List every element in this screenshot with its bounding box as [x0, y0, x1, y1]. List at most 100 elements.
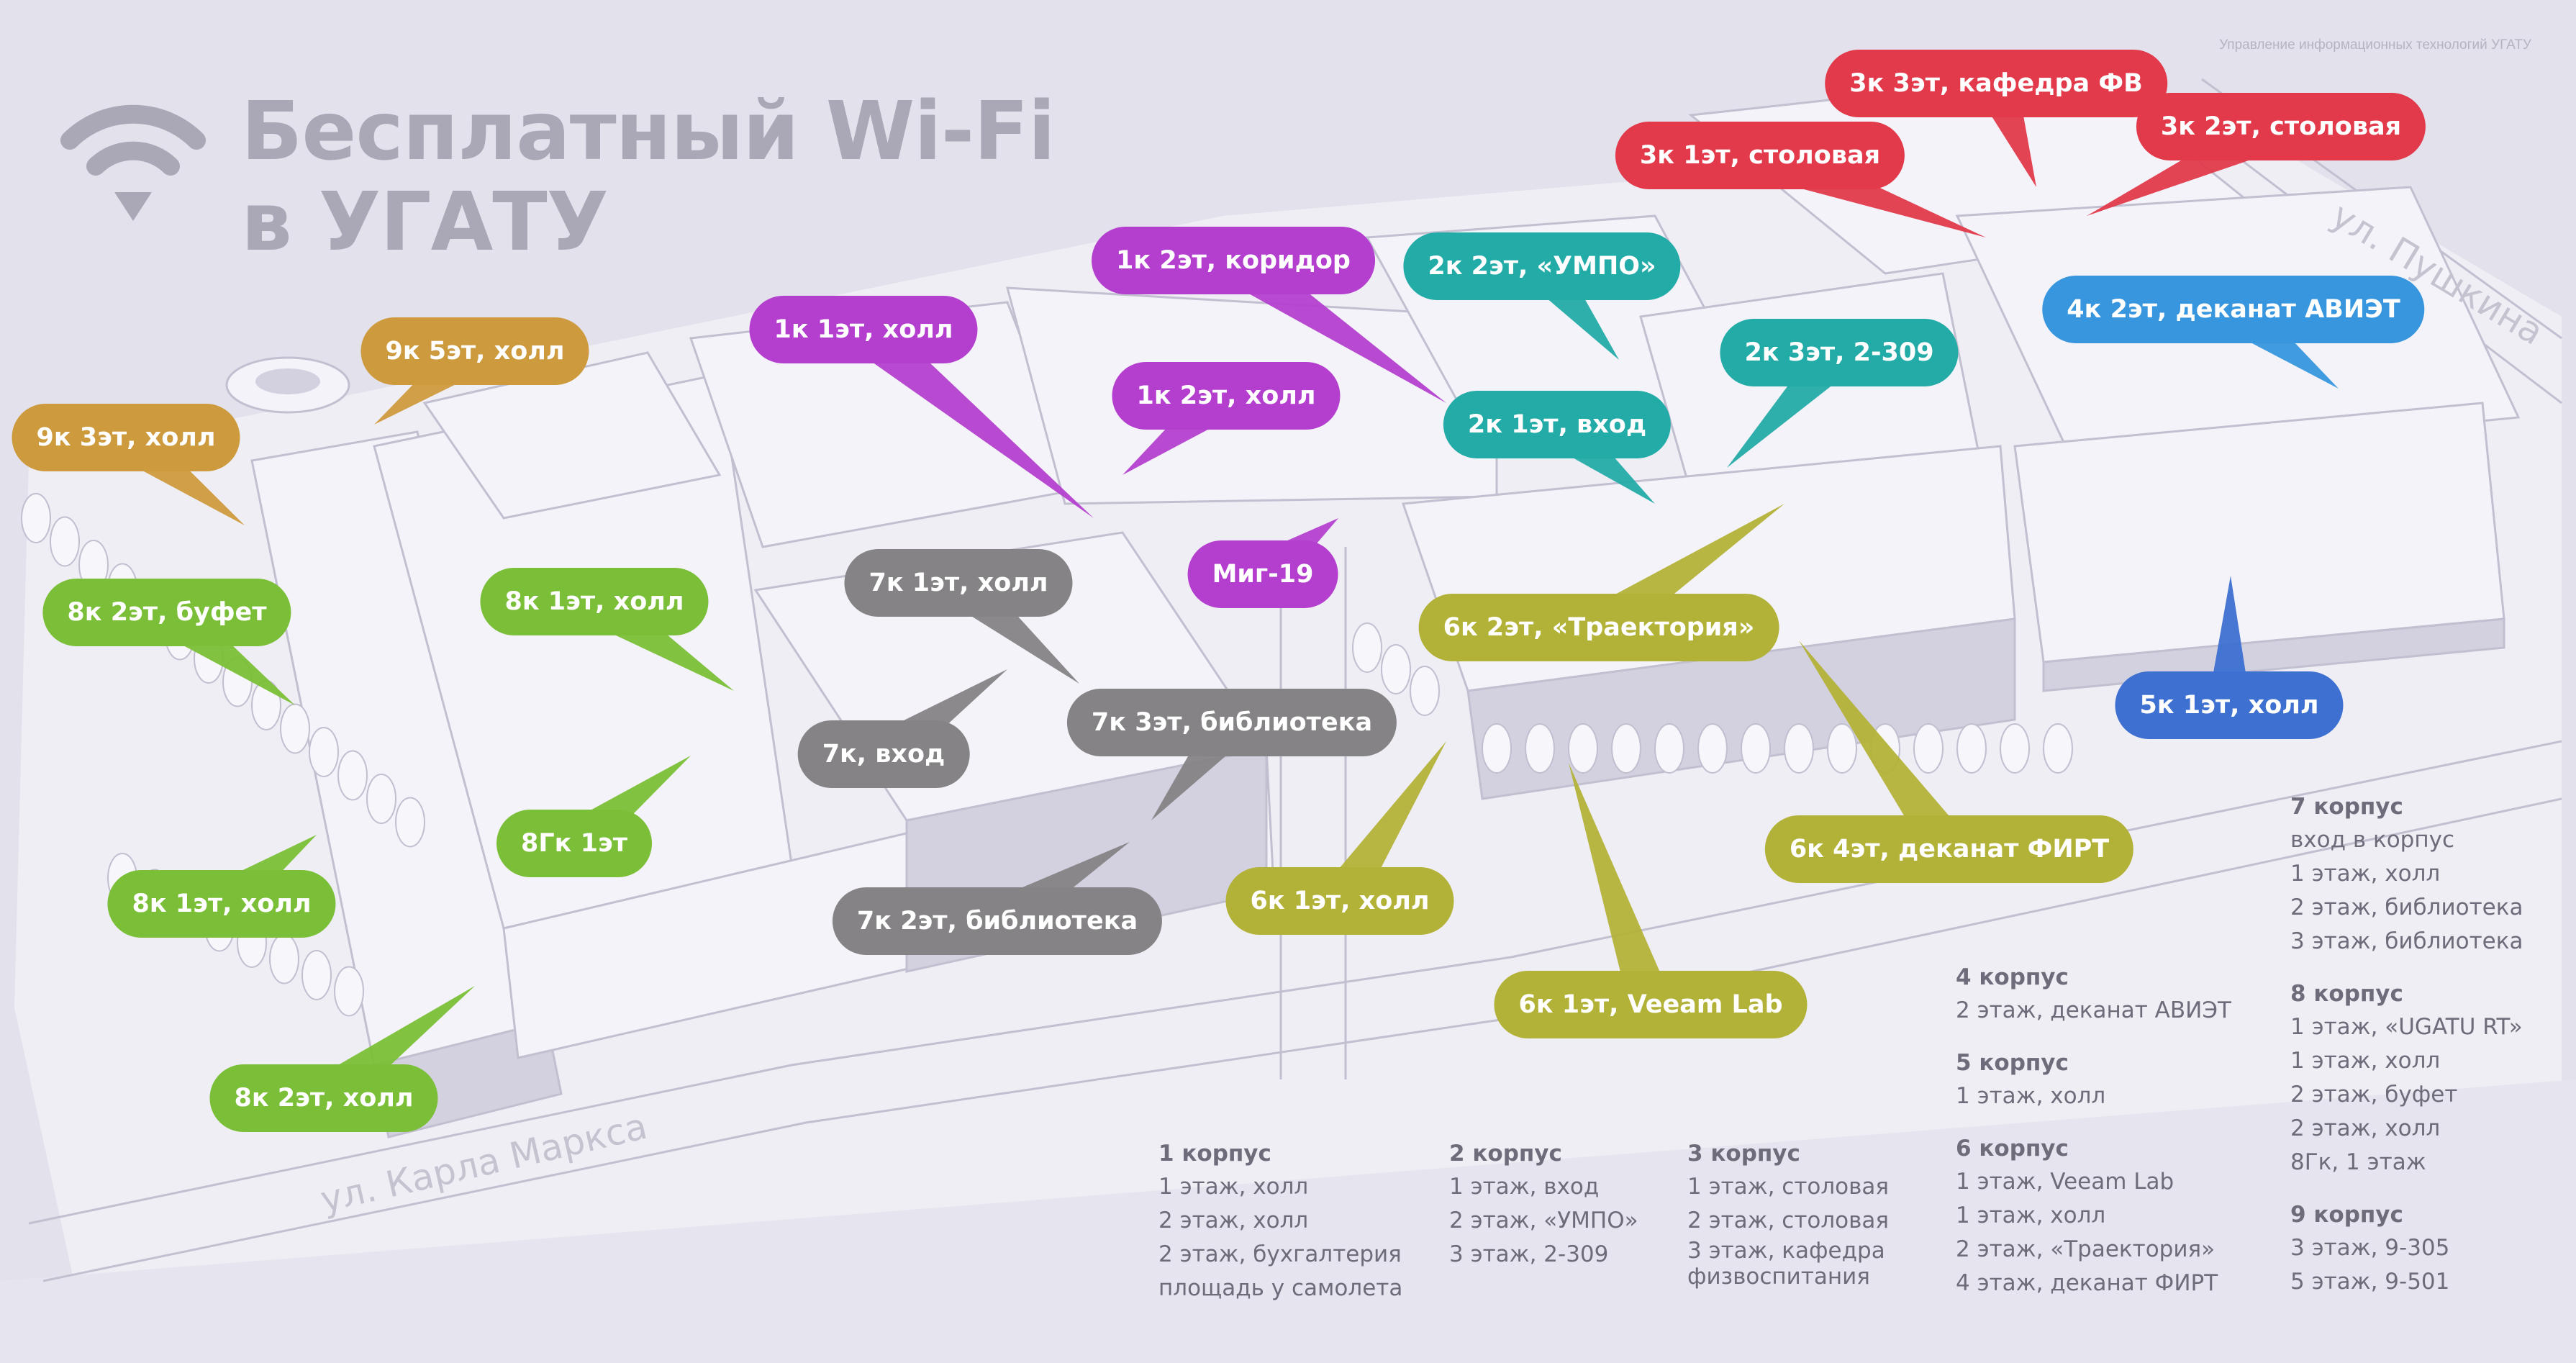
legend-group-8: 8 корпус 1 этаж, «UGATU RT» 1 этаж, холл…: [2290, 977, 2523, 1179]
tree: [395, 797, 425, 848]
legend-item: 1 этаж, вход: [1449, 1174, 1600, 1200]
credit-text: Управление информационных технологий УГА…: [2219, 37, 2531, 53]
hotspot-pointer-k6-4: [1799, 640, 1967, 862]
tree: [1482, 723, 1512, 774]
tree: [337, 750, 368, 801]
legend-heading: 2 корпус: [1449, 1141, 1562, 1167]
hotspot-label-k3-2[interactable]: 3к 2эт, столовая: [2136, 93, 2426, 160]
hotspot-label-k7-1[interactable]: 7к 1эт, холл: [844, 549, 1073, 617]
legend-item: 2 этаж, холл: [2290, 1115, 2441, 1141]
tree: [269, 933, 299, 984]
title-line-2: в УГАТУ: [241, 176, 609, 269]
hotspot-label-k8g-1[interactable]: 8Гк 1эт: [496, 810, 652, 877]
tree: [1784, 723, 1814, 774]
legend-column-1: 1 корпус 1 этаж, холл 2 этаж, холл 2 эта…: [1158, 1137, 1402, 1324]
korpus-6-facade: [1466, 617, 2016, 800]
legend-item: 4 этаж, деканат ФИРТ: [1956, 1270, 2218, 1296]
tree: [334, 966, 364, 1017]
legend-item: 3 этаж, 9-305: [2290, 1235, 2450, 1261]
legend-heading: 1 корпус: [1158, 1141, 1271, 1167]
hotspot-label-k8-1-hall-b[interactable]: 8к 1эт, холл: [107, 870, 336, 938]
tree: [2000, 723, 2030, 774]
hotspot-label-k7-entry[interactable]: 7к, вход: [797, 720, 970, 788]
hotspot-label-k2-2[interactable]: 2к 2эт, «УМПО»: [1403, 232, 1681, 300]
hotspot-label-k1-1[interactable]: 1к 1эт, холл: [749, 296, 978, 363]
legend-item: 1 этаж, столовая: [1687, 1174, 1890, 1200]
page-title: Бесплатный Wi-Fi в УГАТУ: [241, 85, 1056, 269]
hotspot-label-k3-3[interactable]: 3к 3эт, кафедра ФВ: [1825, 50, 2167, 117]
legend-heading: 6 корпус: [1956, 1136, 2069, 1162]
hotspot-label-k2-1[interactable]: 2к 1эт, вход: [1443, 391, 1672, 458]
legend-column-2: 2 корпус 1 этаж, вход 2 этаж, «УМПО» 3 э…: [1449, 1137, 1638, 1290]
legend-group-7: 7 корпус вход в корпус 1 этаж, холл 2 эт…: [2290, 790, 2523, 959]
legend-heading: 8 корпус: [2290, 981, 2403, 1007]
legend-item: 1 этаж, «UGATU RT»: [2290, 1014, 2523, 1040]
tree: [1654, 723, 1684, 774]
hotspot-label-mig19[interactable]: Миг-19: [1187, 540, 1338, 608]
legend-heading: 7 корпус: [2290, 794, 2403, 820]
legend-item: вход в корпус: [2290, 827, 2455, 853]
legend-column-3: 3 корпус 1 этаж, столовая 2 этаж, столов…: [1687, 1137, 1889, 1308]
hotspot-label-k8-2-hall[interactable]: 8к 2эт, холл: [209, 1064, 438, 1132]
korpus-9-dome-center: [255, 368, 320, 394]
legend-item: 1 этаж, холл: [1956, 1203, 2106, 1228]
legend-item: 2 этаж, «Траектория»: [1956, 1236, 2216, 1262]
legend-item: площадь у самолета: [1158, 1275, 1403, 1301]
legend-group-1: 1 корпус 1 этаж, холл 2 этаж, холл 2 эта…: [1158, 1137, 1402, 1305]
legend-group-6: 6 корпус 1 этаж, Veeam Lab 1 этаж, холл …: [1956, 1132, 2231, 1300]
tree: [1913, 723, 1944, 774]
legend-item: 8Гк, 1 этаж: [2290, 1149, 2426, 1175]
legend-item: 2 этаж, буфет: [2290, 1082, 2458, 1108]
title-line-1: Бесплатный Wi-Fi: [241, 85, 1056, 178]
hotspot-label-k8-2-buffet[interactable]: 8к 2эт, буфет: [42, 579, 291, 646]
tree: [1741, 723, 1771, 774]
tree: [1410, 666, 1440, 716]
hotspot-label-k9-3[interactable]: 9к 3эт, холл: [12, 404, 240, 471]
tree: [280, 703, 310, 754]
legend-heading: 9 корпус: [2290, 1202, 2403, 1228]
hotspot-label-k6-1-veeam[interactable]: 6к 1эт, Veeam Lab: [1494, 971, 1808, 1038]
legend-item: 3 этаж, 2-309: [1449, 1241, 1609, 1267]
hotspot-label-k3-1[interactable]: 3к 1эт, столовая: [1615, 122, 1905, 189]
hotspot-label-k2-3[interactable]: 2к 3эт, 2-309: [1720, 319, 1959, 386]
legend-item: 1 этаж, Veeam Lab: [1956, 1169, 2174, 1195]
legend-column-4: 4 корпус 2 этаж, деканат АВИЭТ 5 корпус …: [1956, 961, 2231, 1319]
hotspot-label-k5-1[interactable]: 5к 1эт, холл: [2115, 671, 2344, 739]
hotspot-label-k7-2[interactable]: 7к 2эт, библиотека: [832, 887, 1163, 955]
legend-item: 2 этаж, столовая: [1687, 1208, 1890, 1233]
legend-item: 2 этаж, деканат АВИЭТ: [1956, 997, 2231, 1023]
legend-group-5: 5 корпус 1 этаж, холл: [1956, 1046, 2231, 1113]
legend-group-9: 9 корпус 3 этаж, 9-305 5 этаж, 9-501: [2290, 1198, 2523, 1299]
hotspot-label-k6-4[interactable]: 6к 4эт, деканат ФИРТ: [1764, 815, 2134, 883]
legend-item: 2 этаж, холл: [1158, 1208, 1309, 1233]
legend-item: 2 этаж, бухгалтерия: [1158, 1241, 1402, 1267]
tree: [1525, 723, 1555, 774]
hotspot-pointer-k6-1-veeam: [1569, 763, 1672, 1012]
legend-item: 2 этаж, библиотека: [2290, 895, 2523, 920]
hotspot-label-k6-1-hall[interactable]: 6к 1эт, холл: [1225, 867, 1454, 935]
hotspot-label-k1-2-hall[interactable]: 1к 2эт, холл: [1112, 362, 1341, 430]
legend-column-5: 7 корпус вход в корпус 1 этаж, холл 2 эт…: [2290, 790, 2523, 1318]
legend-heading: 5 корпус: [1956, 1050, 2069, 1076]
legend-group-4: 4 корпус 2 этаж, деканат АВИЭТ: [1956, 961, 2231, 1028]
street-surface: [0, 1079, 2576, 1363]
wifi-icon: [60, 104, 206, 221]
tree: [1568, 723, 1598, 774]
tree: [2043, 723, 2073, 774]
hotspot-label-k4-2[interactable]: 4к 2эт, деканат АВИЭТ: [2042, 276, 2425, 343]
tree: [366, 774, 396, 824]
tree: [1611, 723, 1641, 774]
hotspot-label-k8-1-hall[interactable]: 8к 1эт, холл: [480, 568, 709, 635]
legend-group-2: 2 корпус 1 этаж, вход 2 этаж, «УМПО» 3 э…: [1449, 1137, 1638, 1272]
hotspot-label-k6-2[interactable]: 6к 2эт, «Траектория»: [1418, 594, 1779, 661]
legend-heading: 3 корпус: [1687, 1141, 1800, 1167]
tree: [309, 727, 339, 777]
hotspot-label-k1-2-corridor[interactable]: 1к 2эт, коридор: [1092, 227, 1375, 294]
hotspot-label-k7-3[interactable]: 7к 3эт, библиотека: [1066, 689, 1397, 756]
tree: [50, 516, 80, 567]
legend-heading: 4 корпус: [1956, 964, 2069, 990]
hotspot-label-k9-5[interactable]: 9к 5эт, холл: [360, 317, 589, 385]
legend-item: 3 этаж, кафедра: [1687, 1238, 1885, 1264]
legend-item: 3 этаж, библиотека: [2290, 928, 2523, 954]
